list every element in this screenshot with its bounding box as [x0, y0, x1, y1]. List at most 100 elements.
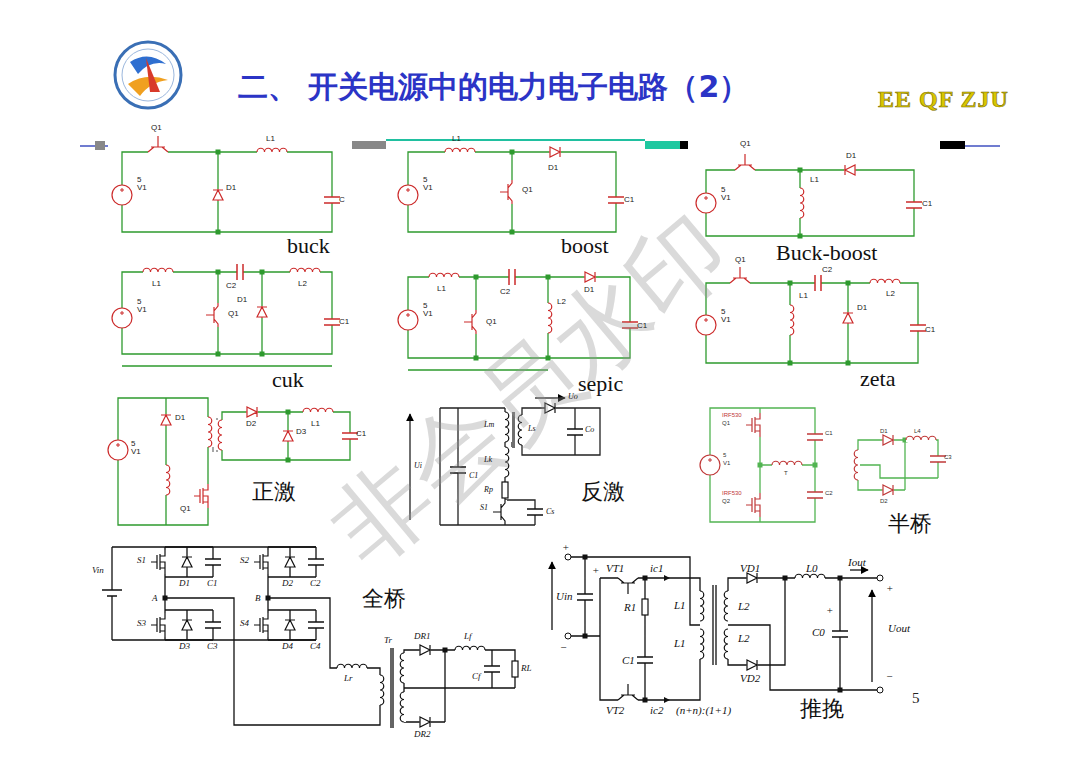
boost-circuit — [398, 145, 624, 235]
part-label: V1 — [721, 194, 731, 203]
cap-symbol — [577, 594, 593, 600]
push-pull-converter — [552, 554, 883, 703]
circuit-name: 反激 — [581, 480, 625, 504]
path-shape — [850, 569, 868, 570]
part-label: L1 — [452, 135, 461, 144]
part-label: C2 — [822, 266, 832, 275]
npn-symbol — [493, 500, 507, 524]
part-label: D1 — [237, 296, 247, 305]
src-symbol — [398, 185, 418, 205]
part-label: C1 — [207, 579, 218, 589]
dot-symbol — [798, 168, 803, 173]
part-label: L1 — [152, 280, 161, 289]
dot-symbol — [643, 698, 648, 703]
ind-symbol — [798, 188, 807, 218]
part-label: Lm — [484, 421, 494, 430]
cap-symbol — [527, 509, 543, 515]
src-symbol — [108, 440, 128, 460]
part-label: B — [255, 594, 261, 604]
part-label: D1 — [857, 304, 867, 313]
ind-symbol — [215, 420, 224, 450]
dio-symbol — [181, 619, 193, 631]
part-label: C1 — [469, 472, 478, 481]
part-label: S3 — [137, 619, 146, 629]
src-symbol — [398, 310, 418, 330]
part-label: D2 — [282, 579, 293, 589]
dot-symbol — [266, 596, 271, 601]
path-shape — [713, 585, 716, 665]
circuit-name: 半桥 — [888, 512, 932, 536]
signal-label: − — [560, 641, 567, 653]
dot-symbol — [846, 281, 851, 286]
buck-circuit — [112, 136, 340, 235]
part-label: Ui — [414, 462, 422, 471]
part-label: Q1 — [486, 318, 497, 327]
res-symbol — [512, 661, 518, 677]
ind-symbol — [397, 692, 406, 722]
part-label: D3 — [296, 428, 306, 437]
dio-symbol — [419, 716, 431, 728]
ind-symbol — [429, 270, 459, 279]
part-label: L4 — [914, 428, 921, 435]
signal-label: Uout — [888, 622, 910, 634]
path-shape — [858, 440, 938, 490]
signal-label: L1 — [674, 599, 686, 611]
dot-symbol — [583, 634, 588, 639]
circle-shape — [565, 554, 571, 560]
cap-symbol — [567, 429, 583, 435]
cap-symbol — [815, 275, 821, 291]
cap-symbol — [237, 264, 243, 280]
ind-symbol — [698, 629, 707, 659]
part-label: S1 — [480, 504, 488, 513]
cap-symbol — [484, 666, 500, 672]
signal-label: VT1 — [606, 562, 624, 574]
dio-symbol — [842, 312, 854, 324]
cap-symbol — [910, 325, 926, 331]
ind-symbol — [455, 643, 485, 652]
signal-label: VD2 — [740, 672, 760, 684]
path-shape — [710, 408, 815, 522]
ind-symbol — [445, 145, 475, 154]
dio-symbol — [882, 434, 894, 446]
src-symbol — [112, 185, 132, 205]
part-label: C3 — [207, 642, 218, 652]
dot-symbol — [758, 463, 763, 468]
dot-symbol — [510, 150, 515, 155]
signal-label: C0 — [812, 626, 825, 638]
part-label: V1 — [423, 184, 433, 193]
signal-label: VD1 — [740, 562, 760, 574]
dio-symbol — [844, 164, 856, 176]
page-number: 5 — [912, 690, 920, 707]
part-label: C2 — [825, 490, 833, 497]
src-symbol — [696, 315, 716, 335]
signal-label: L1 — [674, 637, 686, 649]
ind-symbol — [906, 433, 936, 442]
dio-symbol — [181, 556, 193, 568]
circuit-name: 推挽 — [800, 697, 844, 721]
part-label: D1 — [548, 164, 558, 173]
g-shape — [583, 555, 843, 703]
dot-symbol — [163, 596, 168, 601]
g-shape — [398, 145, 624, 205]
bjh-symbol — [618, 576, 638, 594]
part-label: Q1 — [722, 420, 730, 427]
dot-symbol — [510, 230, 515, 235]
part-label: V1 — [723, 460, 730, 467]
mos-symbol — [151, 550, 167, 574]
dot-symbol — [474, 356, 479, 361]
path-shape — [386, 139, 645, 141]
part-label: Vin — [92, 566, 104, 576]
path-shape — [664, 575, 670, 703]
dot-symbol — [286, 410, 291, 415]
dot-symbol — [443, 648, 448, 653]
path-shape — [122, 272, 332, 366]
part-number: IRF530 — [722, 412, 742, 419]
header-logo — [115, 42, 181, 108]
dot-symbol — [813, 463, 818, 468]
dio-symbol — [212, 189, 224, 201]
dot-symbol — [260, 352, 265, 357]
cap-symbol — [608, 197, 624, 203]
dot-symbol — [474, 275, 479, 280]
signal-label: L0 — [806, 562, 818, 574]
path-shape — [112, 547, 316, 640]
